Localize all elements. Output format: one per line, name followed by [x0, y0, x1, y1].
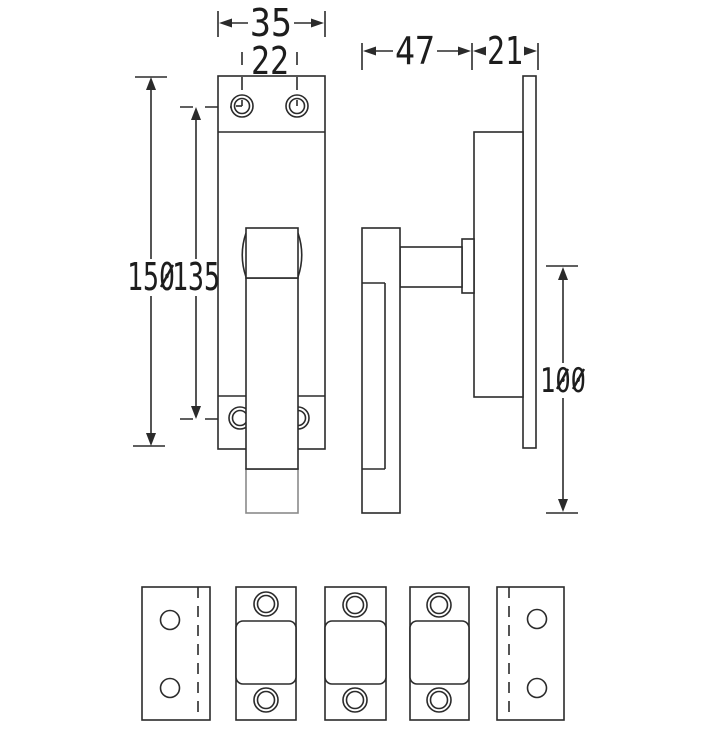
dim-label-depth: 21 [487, 29, 523, 73]
dim-label-plate-width: 35 [250, 1, 292, 45]
keep-box [409, 620, 470, 685]
grip-end-front [245, 468, 299, 514]
dimensions: 35 22 150 135 [127, 1, 586, 514]
strike-plate-2 [235, 586, 297, 721]
arrow-up-icon [191, 107, 201, 120]
neck-side [399, 246, 463, 288]
strike-plate-4 [409, 586, 470, 721]
hub-arc-right [297, 232, 303, 278]
slashed-zero-mark [555, 368, 570, 390]
faceplate-side [522, 75, 537, 449]
keep-box [324, 620, 387, 685]
keep-box [235, 620, 297, 685]
arrow-left-icon [219, 18, 232, 28]
dim-label-grip-length: 100 [540, 361, 586, 401]
grip-side [361, 227, 401, 514]
arrow-right-icon [524, 46, 537, 56]
dim-depth: 21 [473, 29, 539, 73]
dim-plate-width: 35 [217, 1, 326, 45]
raised-backplate-side [473, 131, 524, 398]
top-left-screw-icon [230, 94, 254, 118]
hub-collar-side [461, 238, 475, 294]
strike-plate-1 [141, 586, 211, 721]
front-view [180, 52, 326, 514]
hole-icon [159, 677, 181, 699]
dim-plate-height: 150 [127, 76, 175, 447]
dim-grip-length: 100 [540, 265, 586, 514]
hub-front [245, 227, 299, 279]
arrow-up-icon [146, 77, 156, 90]
hole-icon [526, 677, 548, 699]
strike-plate-5 [496, 586, 565, 721]
arrow-right-icon [458, 46, 471, 56]
dim-label-screw-spacing: 22 [251, 39, 289, 83]
arrow-down-icon [558, 499, 568, 512]
arrow-left-icon [363, 46, 376, 56]
dim-screw-spacing: 22 [251, 39, 289, 83]
top-right-screw-icon [285, 94, 309, 118]
dim-label-projection: 47 [395, 29, 435, 73]
hub-arc-left [241, 232, 247, 278]
strike-plate-3 [324, 586, 387, 721]
hole-icon [159, 609, 181, 631]
dim-projection: 47 [361, 29, 473, 73]
grip-front [245, 277, 299, 470]
slashed-zero-mark [571, 368, 586, 390]
arrow-right-icon [311, 18, 324, 28]
dim-label-screw-centers: 135 [172, 255, 220, 299]
arrow-down-icon [146, 433, 156, 446]
dim-screw-centers: 135 [172, 107, 220, 419]
strike-plates [141, 586, 565, 721]
arrow-up-icon [558, 267, 568, 280]
side-view [361, 75, 537, 514]
hole-icon [526, 608, 548, 630]
arrow-down-icon [191, 406, 201, 419]
arrow-left-icon [473, 46, 486, 56]
slashed-zero-mark [159, 264, 175, 288]
